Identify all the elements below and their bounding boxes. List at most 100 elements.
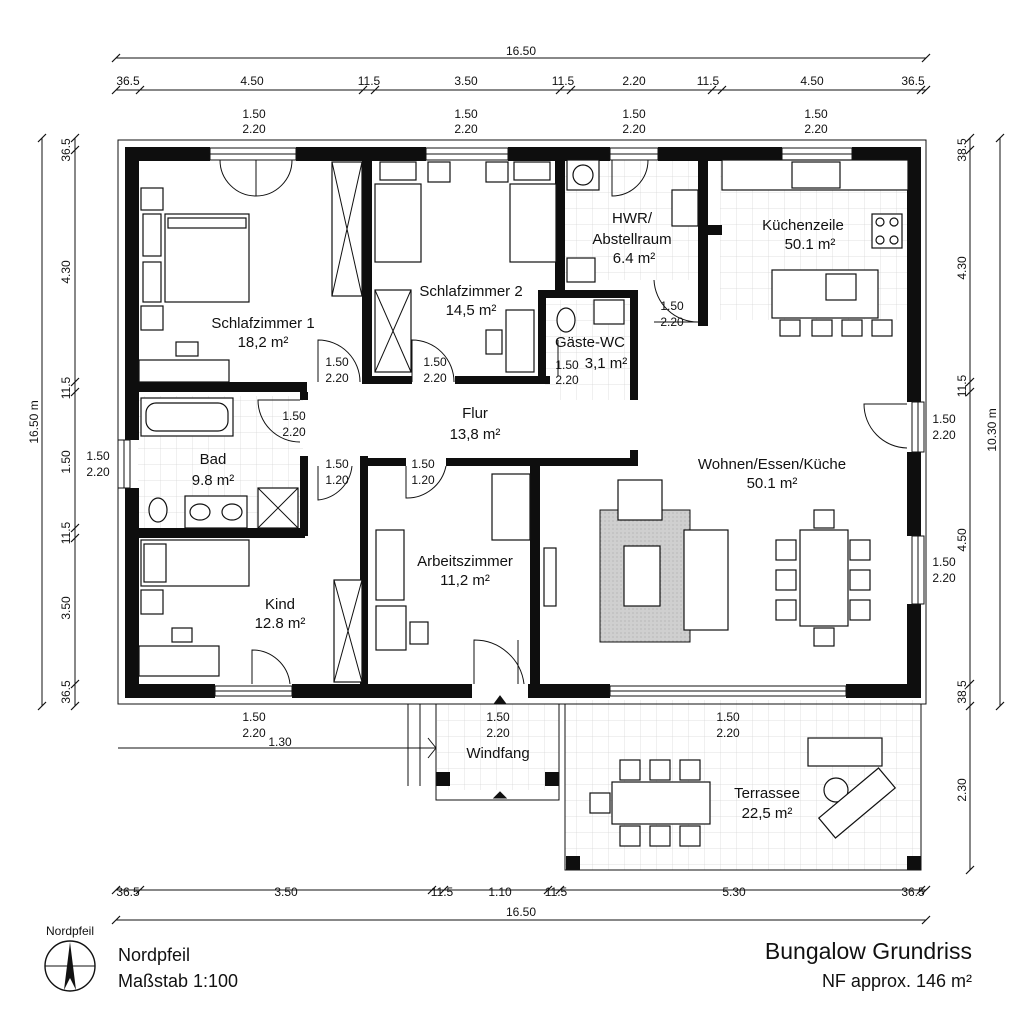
window-height: 2.20 (486, 726, 510, 740)
room-name: Kind (265, 596, 295, 613)
outer-boundary (117, 139, 927, 705)
top-dim-seg: 4.50 (800, 74, 824, 88)
window-height: 2.20 (454, 122, 478, 136)
bottom-dim-seg: 11.5 (545, 885, 568, 899)
room-name: Gäste-WC (555, 334, 625, 351)
dimension-tick (965, 679, 975, 689)
window-width: 1.50 (242, 710, 266, 724)
door-height: 1.20 (411, 473, 435, 487)
left-dim-seg: 36.5 (59, 680, 73, 704)
top-dim-seg: 11.5 (358, 74, 381, 88)
door-height: 2.20 (282, 425, 306, 439)
dimension-tick (427, 885, 437, 895)
window-width: 1.50 (242, 107, 266, 121)
room-name: Windfang (466, 745, 529, 762)
side-window-labels: 1.50 2.20 1.50 2.20 1.50 2.20 (86, 412, 956, 585)
top-dimensions: 16.50 36.5 4.50 11.5 3.50 11.5 2.20 11.5… (116, 44, 925, 88)
room-name: Wohnen/Essen/Küche (698, 456, 846, 473)
top-dim-seg: 3.50 (454, 74, 478, 88)
room-area: 50.1 m² (747, 475, 798, 492)
right-dimensions: 10.30 m 38.5 4.30 11.5 4.50 38.5 2.30 (955, 138, 999, 802)
room-area: 14,5 m² (446, 302, 497, 319)
dimension-tick (111, 53, 121, 63)
room-name: Bad (200, 451, 227, 468)
dimension-tick (111, 915, 121, 925)
dimension-tick (965, 865, 975, 875)
dimension-tick (965, 377, 975, 387)
dimension-tick (566, 85, 576, 95)
room-area: 3,1 m² (585, 355, 628, 372)
left-dim-seg: 4.30 (59, 260, 73, 284)
ramp-dim: 1.30 (268, 735, 292, 749)
room-labels: Schlafzimmer 1 18,2 m² Schlafzimmer 2 14… (192, 210, 846, 822)
room-name: Schlafzimmer 2 (419, 283, 522, 300)
dimension-tick (965, 133, 975, 143)
dimension-tick (916, 885, 926, 895)
door-height: 2.20 (325, 371, 349, 385)
window-height: 2.20 (242, 122, 266, 136)
room-name: Flur (462, 405, 488, 422)
window-height: 2.20 (622, 122, 646, 136)
door-width: 1.50 (411, 457, 435, 471)
room-name: Schlafzimmer 1 (211, 315, 314, 332)
dimension-tick (965, 701, 975, 711)
room-area: 12.8 m² (255, 615, 306, 632)
dimension-tick (70, 133, 80, 143)
dimension-lines (41, 57, 1001, 921)
dimension-tick (37, 133, 47, 143)
window-height: 2.20 (86, 465, 110, 479)
dimension-tick (70, 679, 80, 689)
top-dim-seg: 2.20 (622, 74, 646, 88)
bottom-dimensions: 16.50 36.5 3.50 11.5 1.10 11.5 5.30 36.5 (116, 885, 925, 919)
window-height: 2.20 (716, 726, 740, 740)
dimension-tick (70, 701, 80, 711)
window-height: 2.20 (242, 726, 266, 740)
right-dim-seg: 4.30 (955, 256, 969, 280)
room-name: HWR/ (612, 210, 653, 227)
dimension-tick (70, 387, 80, 397)
dimension-tick (916, 85, 926, 95)
window-width: 1.50 (454, 107, 478, 121)
dimension-tick (358, 85, 368, 95)
door-width: 1.50 (325, 355, 349, 369)
room-name: Arbeitszimmer (417, 553, 513, 570)
dimension-tick (555, 85, 565, 95)
window-width: 1.50 (716, 710, 740, 724)
left-dim-seg: 36.5 (59, 138, 73, 162)
dimension-tick (921, 885, 931, 895)
right-dim-seg: 11.5 (955, 374, 969, 397)
bottom-total-dim: 16.50 (506, 905, 536, 919)
dimension-tick (717, 85, 727, 95)
room-area: 50.1 m² (785, 236, 836, 253)
dimension-tick (921, 53, 931, 63)
room-area: 6.4 m² (613, 250, 656, 267)
dimension-tick (995, 701, 1005, 711)
room-area: 22,5 m² (742, 805, 793, 822)
dimension-tick (555, 885, 565, 895)
window-width: 1.50 (486, 710, 510, 724)
dimension-tick (70, 377, 80, 387)
dimension-tick (543, 885, 553, 895)
top-window-labels: 1.50 2.20 1.50 2.20 1.50 2.20 1.50 2.20 (242, 107, 828, 136)
bottom-dim-seg: 36.5 (116, 885, 140, 899)
bottom-dim-seg: 3.50 (274, 885, 298, 899)
door-height: 2.20 (660, 315, 684, 329)
left-total-dim: 16.50 m (27, 400, 41, 443)
dimension-tick (70, 523, 80, 533)
door-width: 1.50 (423, 355, 447, 369)
door-width: 1.50 (555, 358, 579, 372)
dimension-tick (111, 885, 121, 895)
north-label: Nordpfeil (118, 945, 190, 965)
entrance-outline (118, 695, 922, 871)
doors (219, 159, 908, 685)
right-total-dim: 10.30 m (985, 408, 999, 451)
dimension-tick (439, 885, 449, 895)
door-labels: 1.50 2.20 1.50 2.20 1.50 2.20 1.50 2.20 … (282, 299, 684, 487)
door-width: 1.50 (660, 299, 684, 313)
room-area: 9.8 m² (192, 472, 235, 489)
top-dim-seg: 11.5 (697, 74, 720, 88)
right-dim-seg: 4.50 (955, 528, 969, 552)
dimension-ticks (37, 53, 1005, 925)
window-width: 1.50 (932, 555, 956, 569)
